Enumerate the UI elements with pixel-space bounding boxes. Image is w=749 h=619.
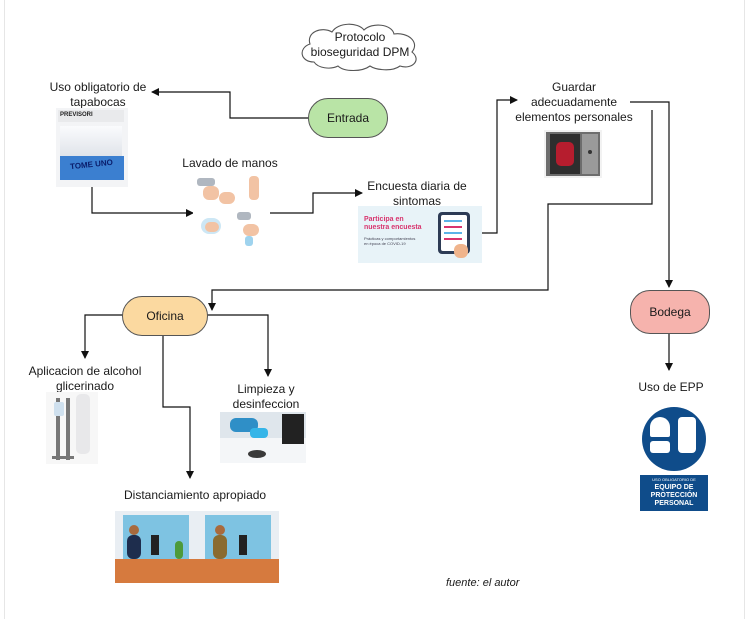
oficina-node: Oficina [122, 296, 208, 336]
epp-sign-image: USO OBLIGATORIO DE EQUIPO DE PROTECCIÓN … [640, 407, 708, 511]
entrada-node: Entrada [308, 98, 388, 138]
arrow-lavado-encuesta [270, 189, 363, 214]
arrow-entrada-tapabocas [151, 88, 308, 119]
survey-sub-line2: en época de COVID-19 [364, 241, 406, 246]
cleaning-image [220, 412, 306, 463]
mask-box-brand: PREVISORI [60, 112, 93, 118]
entrada-label: Entrada [326, 111, 370, 125]
arrow-tapabocas-lavado [91, 187, 194, 217]
arrow-oficina-distanciamiento [162, 335, 194, 479]
bodega-label: Bodega [649, 305, 691, 319]
epp-sign-line1: USO OBLIGATORIO DE [652, 477, 696, 482]
right-border [744, 0, 745, 619]
source-caption: fuente: el autor [446, 577, 520, 589]
cloud-title: Protocolo bioseguridad DPM [308, 30, 412, 60]
step-guardar-line2: adecuadamente [530, 95, 618, 109]
arrow-oficina-alcohol [81, 314, 123, 359]
step-limpieza-line2: desinfeccion [232, 397, 300, 411]
step-alcohol-line1: Aplicacion de alcohol [28, 364, 142, 378]
step-alcohol-line2: glicerinado [55, 379, 115, 393]
epp-sign-line3: PROTECCIÓN [650, 492, 698, 499]
arrow-guardar-oficina [208, 110, 653, 311]
step-encuesta-line1: Encuesta diaria de [367, 179, 467, 193]
epp-sign-line2: EQUIPO DE [654, 484, 694, 491]
arrow-guardar-bodega [630, 101, 673, 288]
step-tapabocas-line1: Uso obligatorio de [49, 80, 147, 94]
arrow-oficina-limpieza [205, 314, 272, 377]
survey-image: Participa en nuestra encuesta Prácticas … [358, 206, 482, 263]
step-alcohol: Aplicacion de alcohol glicerinado [26, 364, 144, 394]
step-guardar-line3: elementos personales [515, 110, 633, 124]
cloud-title-line1: Protocolo [334, 30, 386, 44]
locker-image [544, 130, 602, 178]
cloud-shape [301, 23, 417, 72]
epp-sign-line4: PERSONAL [654, 500, 694, 507]
handwash-image [193, 172, 269, 252]
arrow-encuesta-guardar [482, 96, 518, 234]
step-limpieza-line1: Limpieza y [237, 382, 295, 396]
mask-box-image: PREVISORI TOME UNO [56, 108, 128, 187]
survey-title-line2: nuestra encuesta [364, 224, 422, 231]
step-limpieza: Limpieza y desinfeccion [226, 382, 306, 412]
step-encuesta-line2: sintomas [392, 194, 442, 208]
bodega-node: Bodega [630, 290, 710, 334]
step-encuesta: Encuesta diaria de sintomas [362, 179, 472, 209]
step-epp: Uso de EPP [638, 380, 704, 394]
survey-title-line1: Participa en [364, 216, 404, 223]
distancing-image [115, 511, 279, 583]
step-tapabocas: Uso obligatorio de tapabocas [42, 80, 154, 110]
step-lavado: Lavado de manos [182, 156, 278, 170]
oficina-label: Oficina [146, 309, 184, 323]
alcohol-dispenser-image [46, 392, 98, 464]
left-border [4, 0, 5, 619]
step-guardar-line1: Guardar [551, 80, 597, 94]
step-tapabocas-line2: tapabocas [70, 95, 126, 109]
step-distanciamiento: Distanciamiento apropiado [124, 488, 267, 502]
cloud-title-line2: bioseguridad DPM [310, 45, 410, 59]
step-guardar: Guardar adecuadamente elementos personal… [515, 80, 633, 125]
survey-sub-line1: Prácticas y comportamientos [364, 236, 416, 241]
